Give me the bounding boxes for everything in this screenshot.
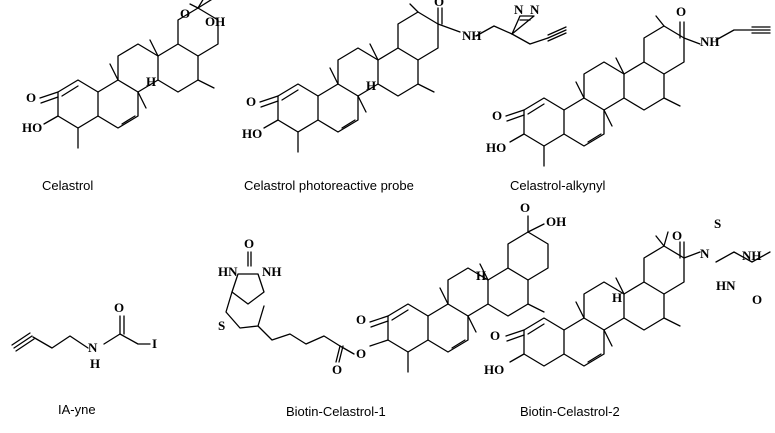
atom-label-o: O [180, 6, 191, 21]
atom-label-n: N [514, 2, 524, 17]
atom-label-o: O [114, 300, 125, 315]
atom-label-ho: HO [484, 362, 505, 377]
atom-label-o: O [26, 90, 37, 105]
caption-celastrol: Celastrol [42, 178, 94, 193]
caption-ia-yne: IA-yne [58, 402, 96, 417]
atom-label-ho: HO [486, 140, 507, 155]
atom-label-o: O [246, 94, 257, 109]
atom-label-nh: NH [742, 248, 762, 263]
atom-label-o: O [492, 108, 503, 123]
atom-label-i: I [152, 336, 158, 351]
atom-label-o: O [356, 346, 367, 361]
atom-label-h: H [90, 356, 101, 371]
atom-label-o: O [490, 328, 501, 343]
atom-label-o: O [244, 236, 255, 251]
atom-label-o: O [520, 200, 531, 215]
caption-biotin2: Biotin-Celastrol-2 [520, 404, 620, 419]
atom-label-n: N [88, 340, 98, 355]
caption-alkynyl: Celastrol-alkynyl [510, 178, 606, 193]
atom-label-oh: OH [546, 214, 567, 229]
atom-label-o: O [332, 362, 343, 377]
caption-probe: Celastrol photoreactive probe [244, 178, 414, 193]
atom-label-o: O [752, 292, 763, 307]
atom-label-o: O [676, 4, 687, 19]
caption-biotin1: Biotin-Celastrol-1 [286, 404, 386, 419]
atom-label-ho: HO [242, 126, 263, 141]
atom-label-hn: HN [218, 264, 238, 279]
atom-label-h: H [366, 78, 377, 93]
atom-label-oh: OH [205, 14, 226, 29]
atom-label-h: H [146, 74, 157, 89]
atom-label-o: O [434, 0, 445, 9]
atom-label-o: O [672, 228, 683, 243]
atom-label-h: H [476, 268, 487, 283]
atom-label-nh: NH [262, 264, 282, 279]
atom-label-o: O [356, 312, 367, 327]
atom-label-s: S [218, 318, 226, 333]
atom-label-h: H [612, 290, 623, 305]
atom-label-n: N [700, 246, 710, 261]
atom-label-nh: NH [462, 28, 482, 43]
atom-label-n: N [530, 2, 540, 17]
atom-label-nh: NH [700, 34, 720, 49]
atom-label-ho: HO [22, 120, 43, 135]
atom-label-s: S [714, 216, 722, 231]
atom-label-hn: HN [716, 278, 736, 293]
